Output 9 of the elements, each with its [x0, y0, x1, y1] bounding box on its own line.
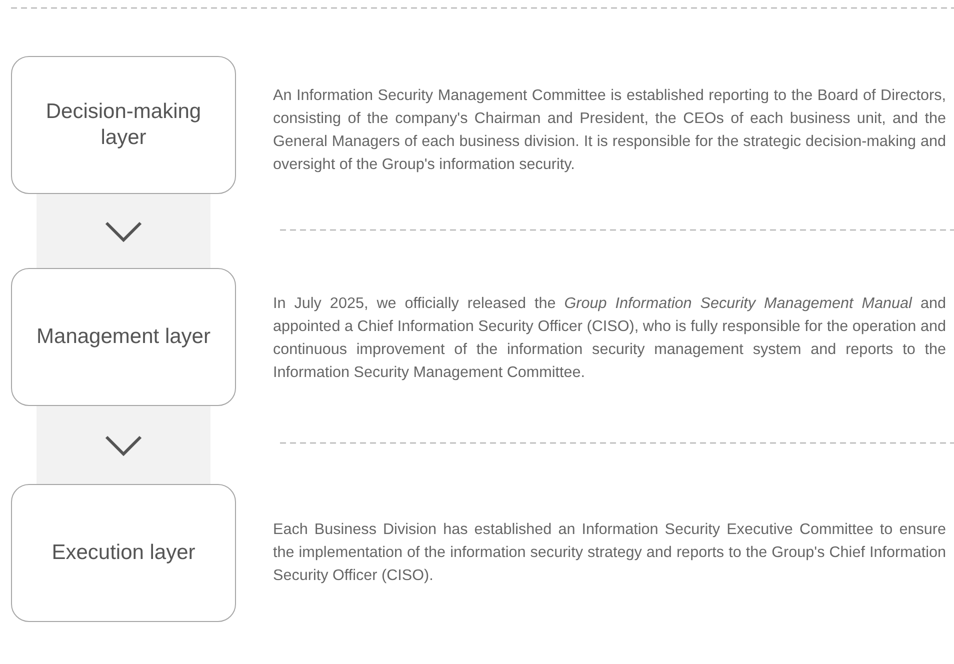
layer-title: Decision-making layer [44, 99, 202, 151]
description-paragraph: In July 2025, we officially released the Group Information Security Management Manual and appointed a Chief Information Security Officer (CISO), who is fully responsible for the operation and continuous improvement of the information security management system and reports to the Information Security Management Committee. [273, 294, 946, 383]
layer-box [11, 268, 236, 406]
description-paragraph: An Information Security Management Committee is established reporting to the Board of Directors, consisting of the company's Chairman and President, the CEOs of each business unit, and the General Managers of each business division. It is responsible for the strategic decision-making and oversight of the Group's information security. [273, 86, 946, 175]
layer-title: Execution layer [50, 540, 196, 566]
layer-title: Management layer [36, 324, 212, 350]
description-paragraph: Each Business Division has established an Information Security Executive Committee to ensure the implementation of the information security strategy and reports to the Group's Chief Information Security Officer (CISO). [273, 520, 946, 586]
layer-box [11, 56, 236, 194]
layer-box [11, 484, 236, 622]
